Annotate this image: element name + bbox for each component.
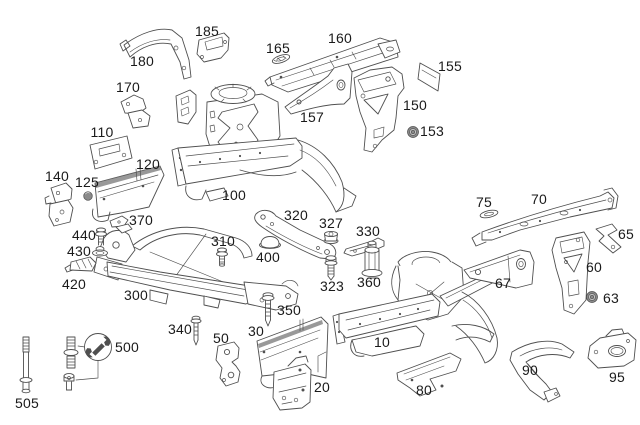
part-label-170: 170 — [116, 79, 140, 95]
part-370-drawing — [109, 215, 133, 234]
part-label-20: 20 — [314, 379, 330, 395]
part-310-drawing — [216, 247, 228, 267]
part-60-drawing — [551, 231, 591, 315]
part-label-370: 370 — [129, 212, 153, 228]
part-label-160: 160 — [328, 30, 352, 46]
part-67-drawing — [463, 249, 535, 289]
part-10-drawing — [332, 251, 507, 364]
part-label-505: 505 — [15, 395, 39, 411]
wrench-icon — [85, 336, 111, 358]
part-400-drawing — [259, 236, 281, 249]
part-label-327: 327 — [319, 215, 343, 231]
part-label-340: 340 — [168, 321, 192, 337]
part-label-500: 500 — [115, 339, 139, 355]
part-90-drawing — [509, 340, 575, 403]
part-165-drawing — [271, 54, 291, 64]
part-label-90: 90 — [522, 362, 538, 378]
part-label-150: 150 — [403, 97, 427, 113]
part-155-drawing — [417, 62, 441, 92]
part-70-drawing — [471, 187, 619, 247]
part-label-330: 330 — [356, 223, 380, 239]
part-153-drawing — [407, 126, 419, 138]
part-120-drawing — [92, 165, 165, 222]
part-label-360: 360 — [357, 274, 381, 290]
part-label-155: 155 — [438, 58, 462, 74]
part-140-drawing — [44, 182, 74, 227]
part-30-drawing — [256, 316, 329, 389]
part-label-300: 300 — [124, 287, 148, 303]
part-label-75: 75 — [476, 194, 492, 210]
part-95-drawing — [587, 328, 637, 369]
part-label-120: 120 — [136, 156, 160, 172]
part-320-drawing — [254, 209, 337, 260]
part-label-140: 140 — [45, 168, 69, 184]
part-327-drawing — [323, 230, 339, 245]
part-420-drawing — [64, 256, 97, 273]
part-label-110: 110 — [90, 124, 114, 140]
part-170-drawing — [120, 94, 151, 129]
part-180-drawing — [119, 28, 192, 80]
part-340-drawing — [190, 315, 202, 346]
part-157-drawing — [284, 63, 353, 115]
part-160-drawing — [264, 37, 401, 93]
part-430-drawing — [92, 246, 108, 257]
part-50-drawing — [215, 341, 241, 387]
legend-500-drawing — [63, 333, 112, 391]
part-360-drawing — [361, 240, 383, 279]
part-label-30: 30 — [248, 323, 264, 339]
part-323-drawing — [324, 255, 338, 281]
part-label-430: 430 — [67, 243, 91, 259]
part-label-320: 320 — [284, 207, 308, 223]
part-label-165: 165 — [266, 40, 290, 56]
part-label-310: 310 — [211, 233, 235, 249]
part-label-323: 323 — [320, 278, 344, 294]
part-label-70: 70 — [531, 191, 547, 207]
part-label-10: 10 — [374, 334, 390, 350]
part-label-420: 420 — [62, 276, 86, 292]
part-label-95: 95 — [609, 369, 625, 385]
part-label-350: 350 — [277, 302, 301, 318]
part-80-drawing — [396, 352, 462, 397]
part-label-67: 67 — [495, 275, 511, 291]
part-440-drawing — [95, 227, 107, 246]
part-350-drawing — [261, 292, 275, 327]
part-label-65: 65 — [618, 226, 634, 242]
part-75-drawing — [479, 209, 499, 219]
part-label-185: 185 — [195, 23, 219, 39]
part-label-63: 63 — [603, 290, 619, 306]
part-100-drawing — [171, 83, 357, 213]
part-label-125: 125 — [75, 174, 99, 190]
part-20-drawing — [272, 355, 312, 411]
part-label-100: 100 — [222, 187, 246, 203]
part-185-drawing — [196, 32, 230, 63]
part-63-drawing — [586, 291, 598, 303]
part-label-400: 400 — [256, 249, 280, 265]
part-label-153: 153 — [420, 123, 444, 139]
part-65-drawing — [595, 223, 622, 254]
part-label-180: 180 — [130, 53, 154, 69]
part-label-157: 157 — [300, 109, 324, 125]
legend-stud-drawing — [63, 336, 79, 369]
part-label-440: 440 — [72, 227, 96, 243]
part-110-drawing — [89, 135, 133, 170]
part-150-drawing — [353, 66, 405, 153]
part-label-60: 60 — [586, 259, 602, 275]
part-label-80: 80 — [416, 382, 432, 398]
part-125-drawing — [83, 191, 93, 201]
part-label-50: 50 — [213, 330, 229, 346]
part-505-drawing — [19, 336, 33, 394]
legend-bolt-drawing — [63, 373, 75, 391]
